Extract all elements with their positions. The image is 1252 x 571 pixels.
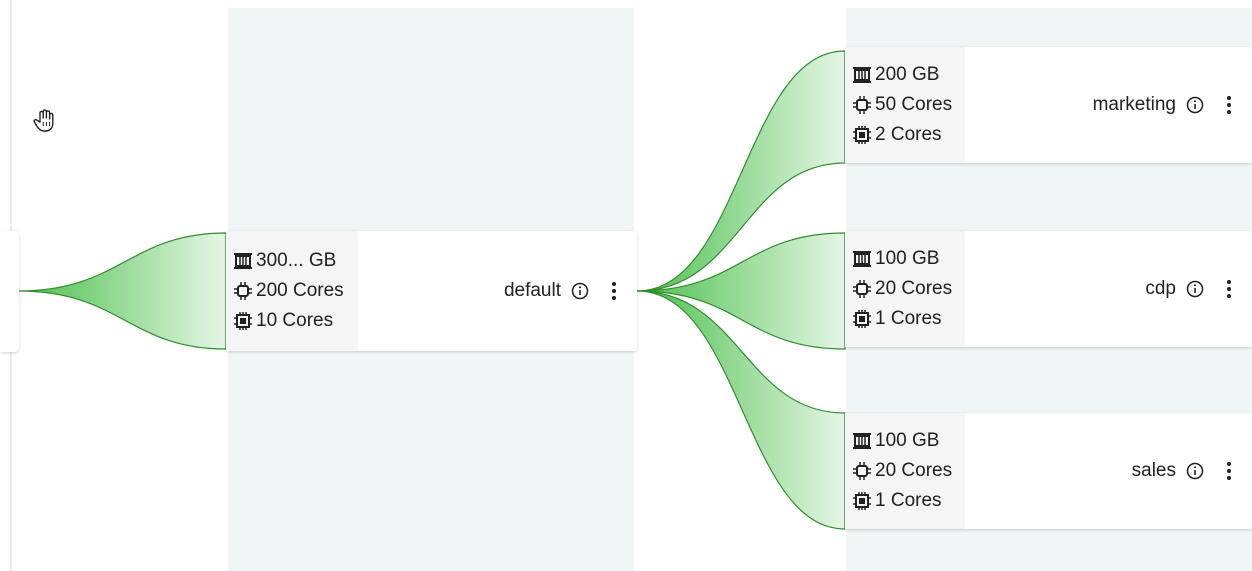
gpu-chip-icon: [853, 126, 871, 144]
more-vert-icon[interactable]: [611, 281, 617, 301]
gpu-value: 10 Cores: [256, 310, 334, 331]
connector-default-marketing: [636, 50, 846, 292]
queue-header: cdp: [965, 231, 1252, 347]
hand-grab-icon: [33, 109, 54, 132]
memory-value: 200 GB: [875, 64, 940, 85]
queue-name: marketing: [1092, 94, 1176, 115]
memory-icon: [853, 251, 871, 267]
info-icon[interactable]: [571, 282, 589, 300]
resource-summary: 300... GB 200 Cores 10 Cores: [226, 231, 358, 351]
info-icon[interactable]: [1186, 280, 1204, 298]
queue-name: cdp: [1145, 278, 1176, 299]
gpu-chip-icon: [853, 492, 871, 510]
queue-card-cdp[interactable]: 100 GB 20 Cores 1 Cores cdp: [845, 231, 1252, 347]
cpu-icon: [853, 96, 871, 114]
gpu-value: 1 Cores: [875, 490, 942, 511]
vcores-value: 20 Cores: [875, 278, 953, 299]
queue-name: sales: [1131, 460, 1176, 481]
queue-card-default[interactable]: 300... GB 200 Cores 10 Cores default: [226, 231, 637, 351]
resource-summary: 100 GB 20 Cores 1 Cores: [845, 231, 965, 347]
gpu-row: 10 Cores: [234, 309, 358, 333]
gpu-value: 1 Cores: [875, 308, 942, 329]
memory-row: 100 GB: [853, 429, 965, 453]
info-icon[interactable]: [1186, 96, 1204, 114]
queue-card-marketing[interactable]: 200 GB 50 Cores 2 Cores marketing: [845, 47, 1252, 163]
gpu-value: 2 Cores: [875, 124, 942, 145]
gpu-row: 2 Cores: [853, 123, 965, 147]
vcores-value: 20 Cores: [875, 460, 953, 481]
queue-card-sales[interactable]: 100 GB 20 Cores 1 Cores sales: [845, 413, 1252, 529]
more-vert-icon[interactable]: [1226, 461, 1232, 481]
memory-row: 200 GB: [853, 63, 965, 87]
resource-summary: 200 GB 50 Cores 2 Cores: [845, 47, 965, 163]
gpu-chip-icon: [853, 310, 871, 328]
more-vert-icon[interactable]: [1226, 279, 1232, 299]
cpu-icon: [853, 462, 871, 480]
resource-summary: 100 GB 20 Cores 1 Cores: [845, 413, 965, 529]
memory-row: 100 GB: [853, 247, 965, 271]
gpu-row: 1 Cores: [853, 489, 965, 513]
memory-row: 300... GB: [234, 249, 358, 273]
connector-default-cdp: [636, 232, 846, 350]
info-icon[interactable]: [1186, 462, 1204, 480]
vcores-row: 20 Cores: [853, 277, 965, 301]
vcores-row: 20 Cores: [853, 459, 965, 483]
memory-value: 100 GB: [875, 430, 940, 451]
vcores-value: 200 Cores: [256, 280, 344, 301]
memory-value: 300... GB: [256, 250, 337, 271]
vcores-row: 200 Cores: [234, 279, 358, 303]
gpu-row: 1 Cores: [853, 307, 965, 331]
queue-name: default: [503, 280, 561, 301]
root-queue-card-partial[interactable]: [0, 231, 19, 352]
memory-icon: [853, 433, 871, 449]
memory-icon: [234, 253, 252, 269]
vcores-row: 50 Cores: [853, 93, 965, 117]
vcores-value: 50 Cores: [875, 94, 953, 115]
cpu-icon: [234, 282, 252, 300]
connector-default-sales: [636, 290, 846, 530]
connector-root-default: [18, 232, 227, 350]
queue-header: default: [358, 231, 637, 351]
more-vert-icon[interactable]: [1226, 95, 1232, 115]
memory-icon: [853, 67, 871, 83]
queue-header: sales: [965, 413, 1252, 529]
cpu-icon: [853, 280, 871, 298]
queue-header: marketing: [965, 47, 1252, 163]
gpu-chip-icon: [234, 312, 252, 330]
memory-value: 100 GB: [875, 248, 940, 269]
